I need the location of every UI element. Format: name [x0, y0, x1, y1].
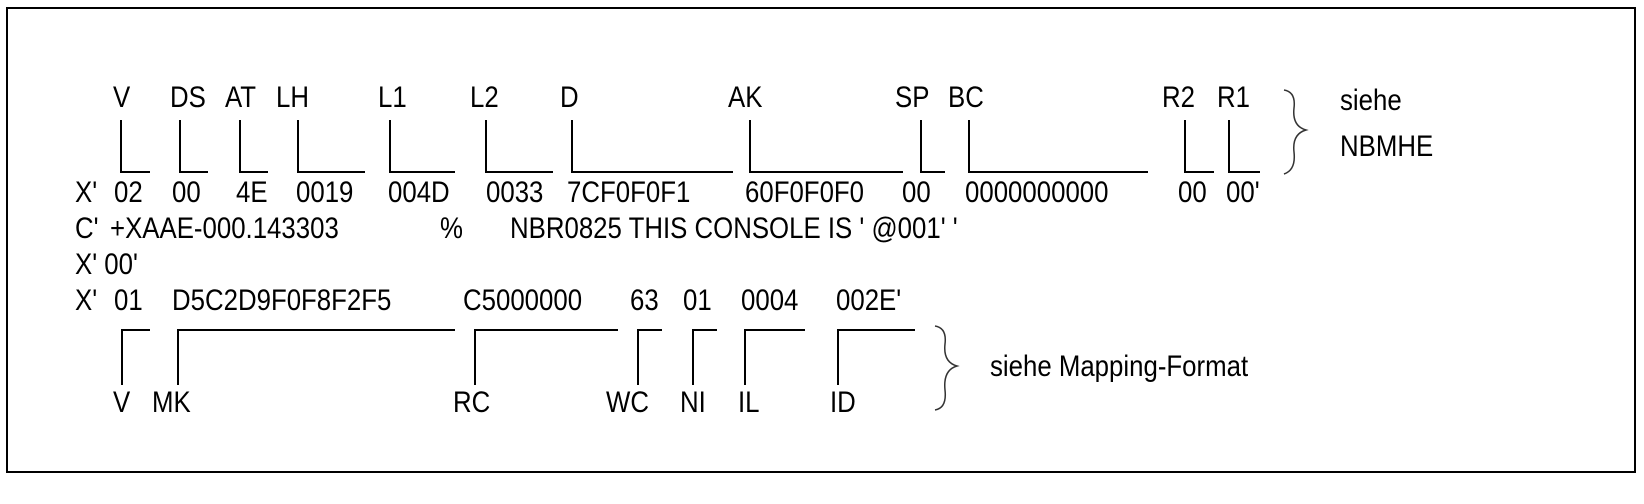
frame-border: [6, 7, 1636, 473]
field-label-mk: MK: [152, 386, 191, 419]
field-label-ak: AK: [728, 81, 763, 114]
field-label-sp: SP: [895, 81, 930, 114]
row1-value: 0019: [296, 176, 354, 209]
row4-value: 002E': [836, 284, 902, 317]
row1-value: 0000000000: [965, 176, 1109, 209]
row4-value: 01: [683, 284, 712, 317]
row4-value: C5000000: [463, 284, 583, 317]
row2-part: %: [440, 212, 463, 245]
row1-value: 4E: [236, 176, 268, 209]
field-label-ni: NI: [680, 386, 706, 419]
field-label-lh: LH: [276, 81, 309, 114]
field-label-at: AT: [225, 81, 257, 114]
row1-value: 60F0F0F0: [745, 176, 865, 209]
row4-value: 01: [114, 284, 143, 317]
row2-part: NBR0825 THIS CONSOLE IS ' @001' ': [510, 212, 958, 245]
row1-value: 00: [1178, 176, 1207, 209]
field-label-id: ID: [830, 386, 856, 419]
note-nbmhe: NBMHE: [1340, 130, 1434, 163]
note-mapping-format: siehe Mapping-Format: [990, 350, 1249, 383]
row1-prefix: X': [75, 176, 98, 209]
row1-value: 00: [902, 176, 931, 209]
field-label-bc: BC: [948, 81, 984, 114]
row3: X' 00': [75, 248, 138, 281]
row4-value: 63: [630, 284, 659, 317]
row1-value: 7CF0F0F1: [567, 176, 691, 209]
row2-part: +XAAE-000.143303: [110, 212, 339, 245]
field-label-v: V: [113, 81, 131, 114]
row4-prefix: X': [75, 284, 98, 317]
note-siehe: siehe: [1340, 84, 1402, 117]
field-label-wc: WC: [606, 386, 649, 419]
field-label-l2: L2: [470, 81, 499, 114]
field-label-ds: DS: [170, 81, 206, 114]
row2-prefix: C': [75, 212, 99, 245]
row1-value: 00': [1226, 176, 1260, 209]
row1-value: 0033: [486, 176, 544, 209]
field-label-r2: R2: [1162, 81, 1195, 114]
row4-value: 0004: [741, 284, 799, 317]
row1-value: 02: [114, 176, 143, 209]
row4-value: D5C2D9F0F8F2F5: [172, 284, 392, 317]
field-label-l1: L1: [378, 81, 407, 114]
field-label-il: IL: [738, 386, 760, 419]
row1-value: 00: [172, 176, 201, 209]
field-label-rc: RC: [453, 386, 491, 419]
field-label-v: V: [113, 386, 131, 419]
brace-icon: [934, 89, 1309, 411]
field-label-d: D: [560, 81, 579, 114]
field-label-r1: R1: [1217, 81, 1250, 114]
row1-value: 004D: [388, 176, 450, 209]
